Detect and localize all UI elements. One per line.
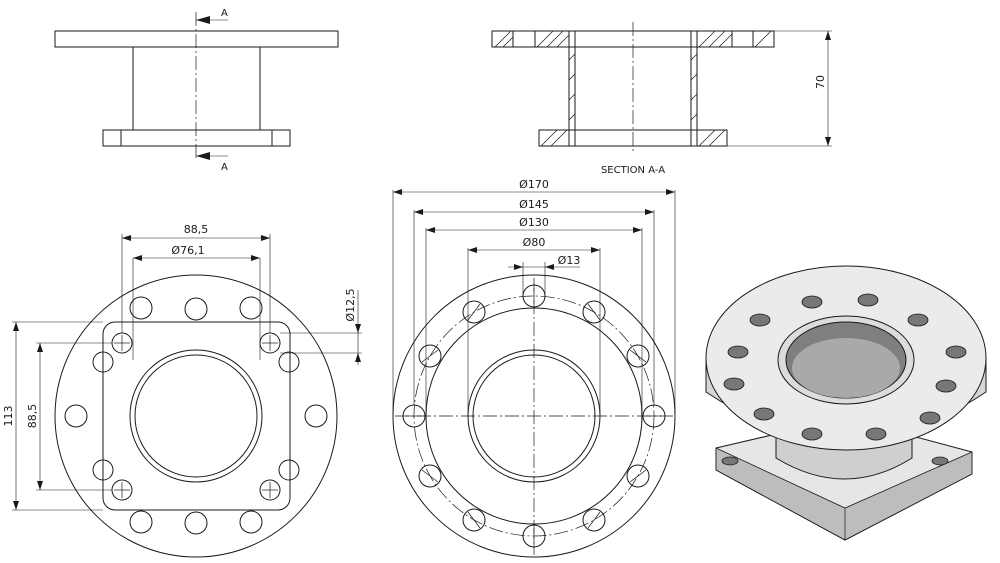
flange-od-dimension: Ø170 xyxy=(519,178,549,191)
pipe-diameter-dimension: Ø76,1 xyxy=(171,244,204,257)
flange-pcd-dimension: Ø145 xyxy=(519,198,549,211)
section-marker-bottom: A xyxy=(221,162,228,173)
round-flange-view: Ø170 Ø145 Ø130 Ø80 Ø13 xyxy=(392,178,676,558)
square-flange-view: Ø76,1 88,5 Ø12,5 113 88,5 xyxy=(2,223,362,558)
section-title: SECTION A-A xyxy=(601,165,665,176)
square-hole-dimension: Ø12,5 xyxy=(344,288,357,321)
flange-bore-dimension: Ø80 xyxy=(523,236,546,249)
section-view: 70 SECTION A-A xyxy=(491,22,832,176)
flange-raised-dimension: Ø130 xyxy=(519,216,549,229)
square-width-dimension: 88,5 xyxy=(184,223,209,236)
bolt-hole-pattern xyxy=(402,284,666,548)
height-dimension: 70 xyxy=(814,75,827,89)
square-height-dimension: 88,5 xyxy=(26,404,39,429)
section-marker-top: A xyxy=(221,8,228,19)
isometric-view xyxy=(705,265,987,541)
section-hatching xyxy=(494,30,772,147)
flange-hole-dimension: Ø13 xyxy=(558,254,581,267)
front-view: A A xyxy=(54,8,339,173)
overall-height-dimension: 113 xyxy=(2,406,15,427)
